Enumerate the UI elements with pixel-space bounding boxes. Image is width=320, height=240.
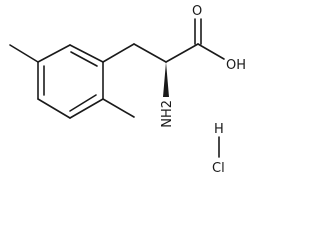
stereo-wedge-bond (163, 62, 169, 97)
ring-bond (37, 98, 71, 119)
ch2-to-alpha-bond (133, 43, 167, 63)
hydrogen-label: H (214, 122, 224, 137)
hydroxyl-bond (197, 43, 225, 60)
methyl-bond-upper (9, 44, 39, 63)
ring-bond (69, 98, 104, 119)
amine-label: NH2 (160, 100, 175, 128)
ring-double-bond (70, 51, 98, 67)
oxygen-label: O (192, 4, 202, 19)
alpha-to-carboxyl-bond (165, 43, 199, 63)
ring-bond (37, 44, 71, 63)
methyl-bond-lower (102, 98, 135, 118)
chlorine-label: Cl (212, 161, 225, 176)
molecule-drawing: O OH NH2 H Cl (9, 4, 246, 176)
ring-double-bond (69, 94, 97, 112)
ring-to-ch2-bond (102, 43, 135, 63)
benzene-ring (37, 44, 104, 119)
hydroxyl-label: OH (226, 58, 246, 73)
structure-diagram: O OH NH2 H Cl (9, 4, 246, 176)
ring-bond (69, 44, 104, 63)
